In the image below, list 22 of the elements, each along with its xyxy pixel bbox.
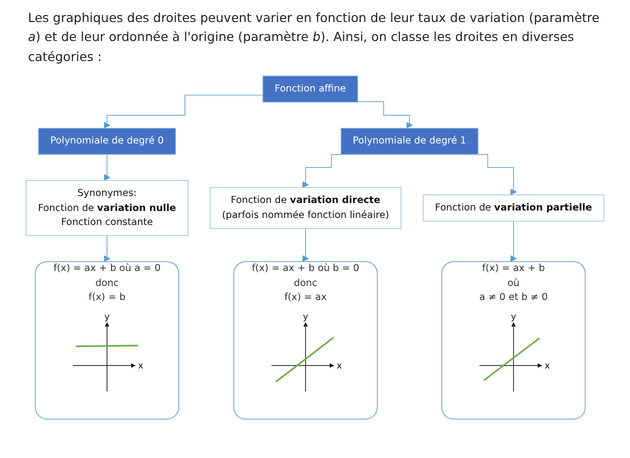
axis-label: y: [510, 312, 516, 323]
intro-paragraph: Les graphiques des droites peuvent varier en fonction de leur taux de variation (paramètre a) et de leur ordonnée à l'origine (paramètre b). Ainsi, on classe les droites en diverses catégories :: [28, 9, 600, 66]
line-graph-drawing: [271, 312, 342, 392]
arrow: [357, 101, 413, 129]
arrow: [302, 228, 309, 262]
arrow: [510, 220, 517, 262]
arrow: [104, 154, 110, 181]
node-box: Synonymes: Fonction de variation nulle Fonction constante: [26, 180, 188, 236]
line-graph-drawing: [479, 312, 550, 392]
node-box: Polynomiale de degré 1: [340, 128, 479, 155]
axis-label: x: [336, 362, 342, 372]
axis-label: y: [104, 312, 110, 323]
axis-label: x: [138, 362, 144, 372]
axis-label: y: [302, 312, 308, 323]
node-box: Fonction de variation directe (parfois nommée fonction linéaire): [210, 187, 402, 229]
arrow: [104, 235, 110, 262]
node-box: Fonction de variation partielle: [422, 194, 604, 222]
axis-label: x: [544, 362, 550, 372]
arrow: [104, 94, 264, 129]
line-graph-drawing: [72, 312, 144, 392]
node-box: Fonction affine: [262, 76, 358, 103]
node-box: Polynomiale de degré 0: [38, 128, 176, 155]
